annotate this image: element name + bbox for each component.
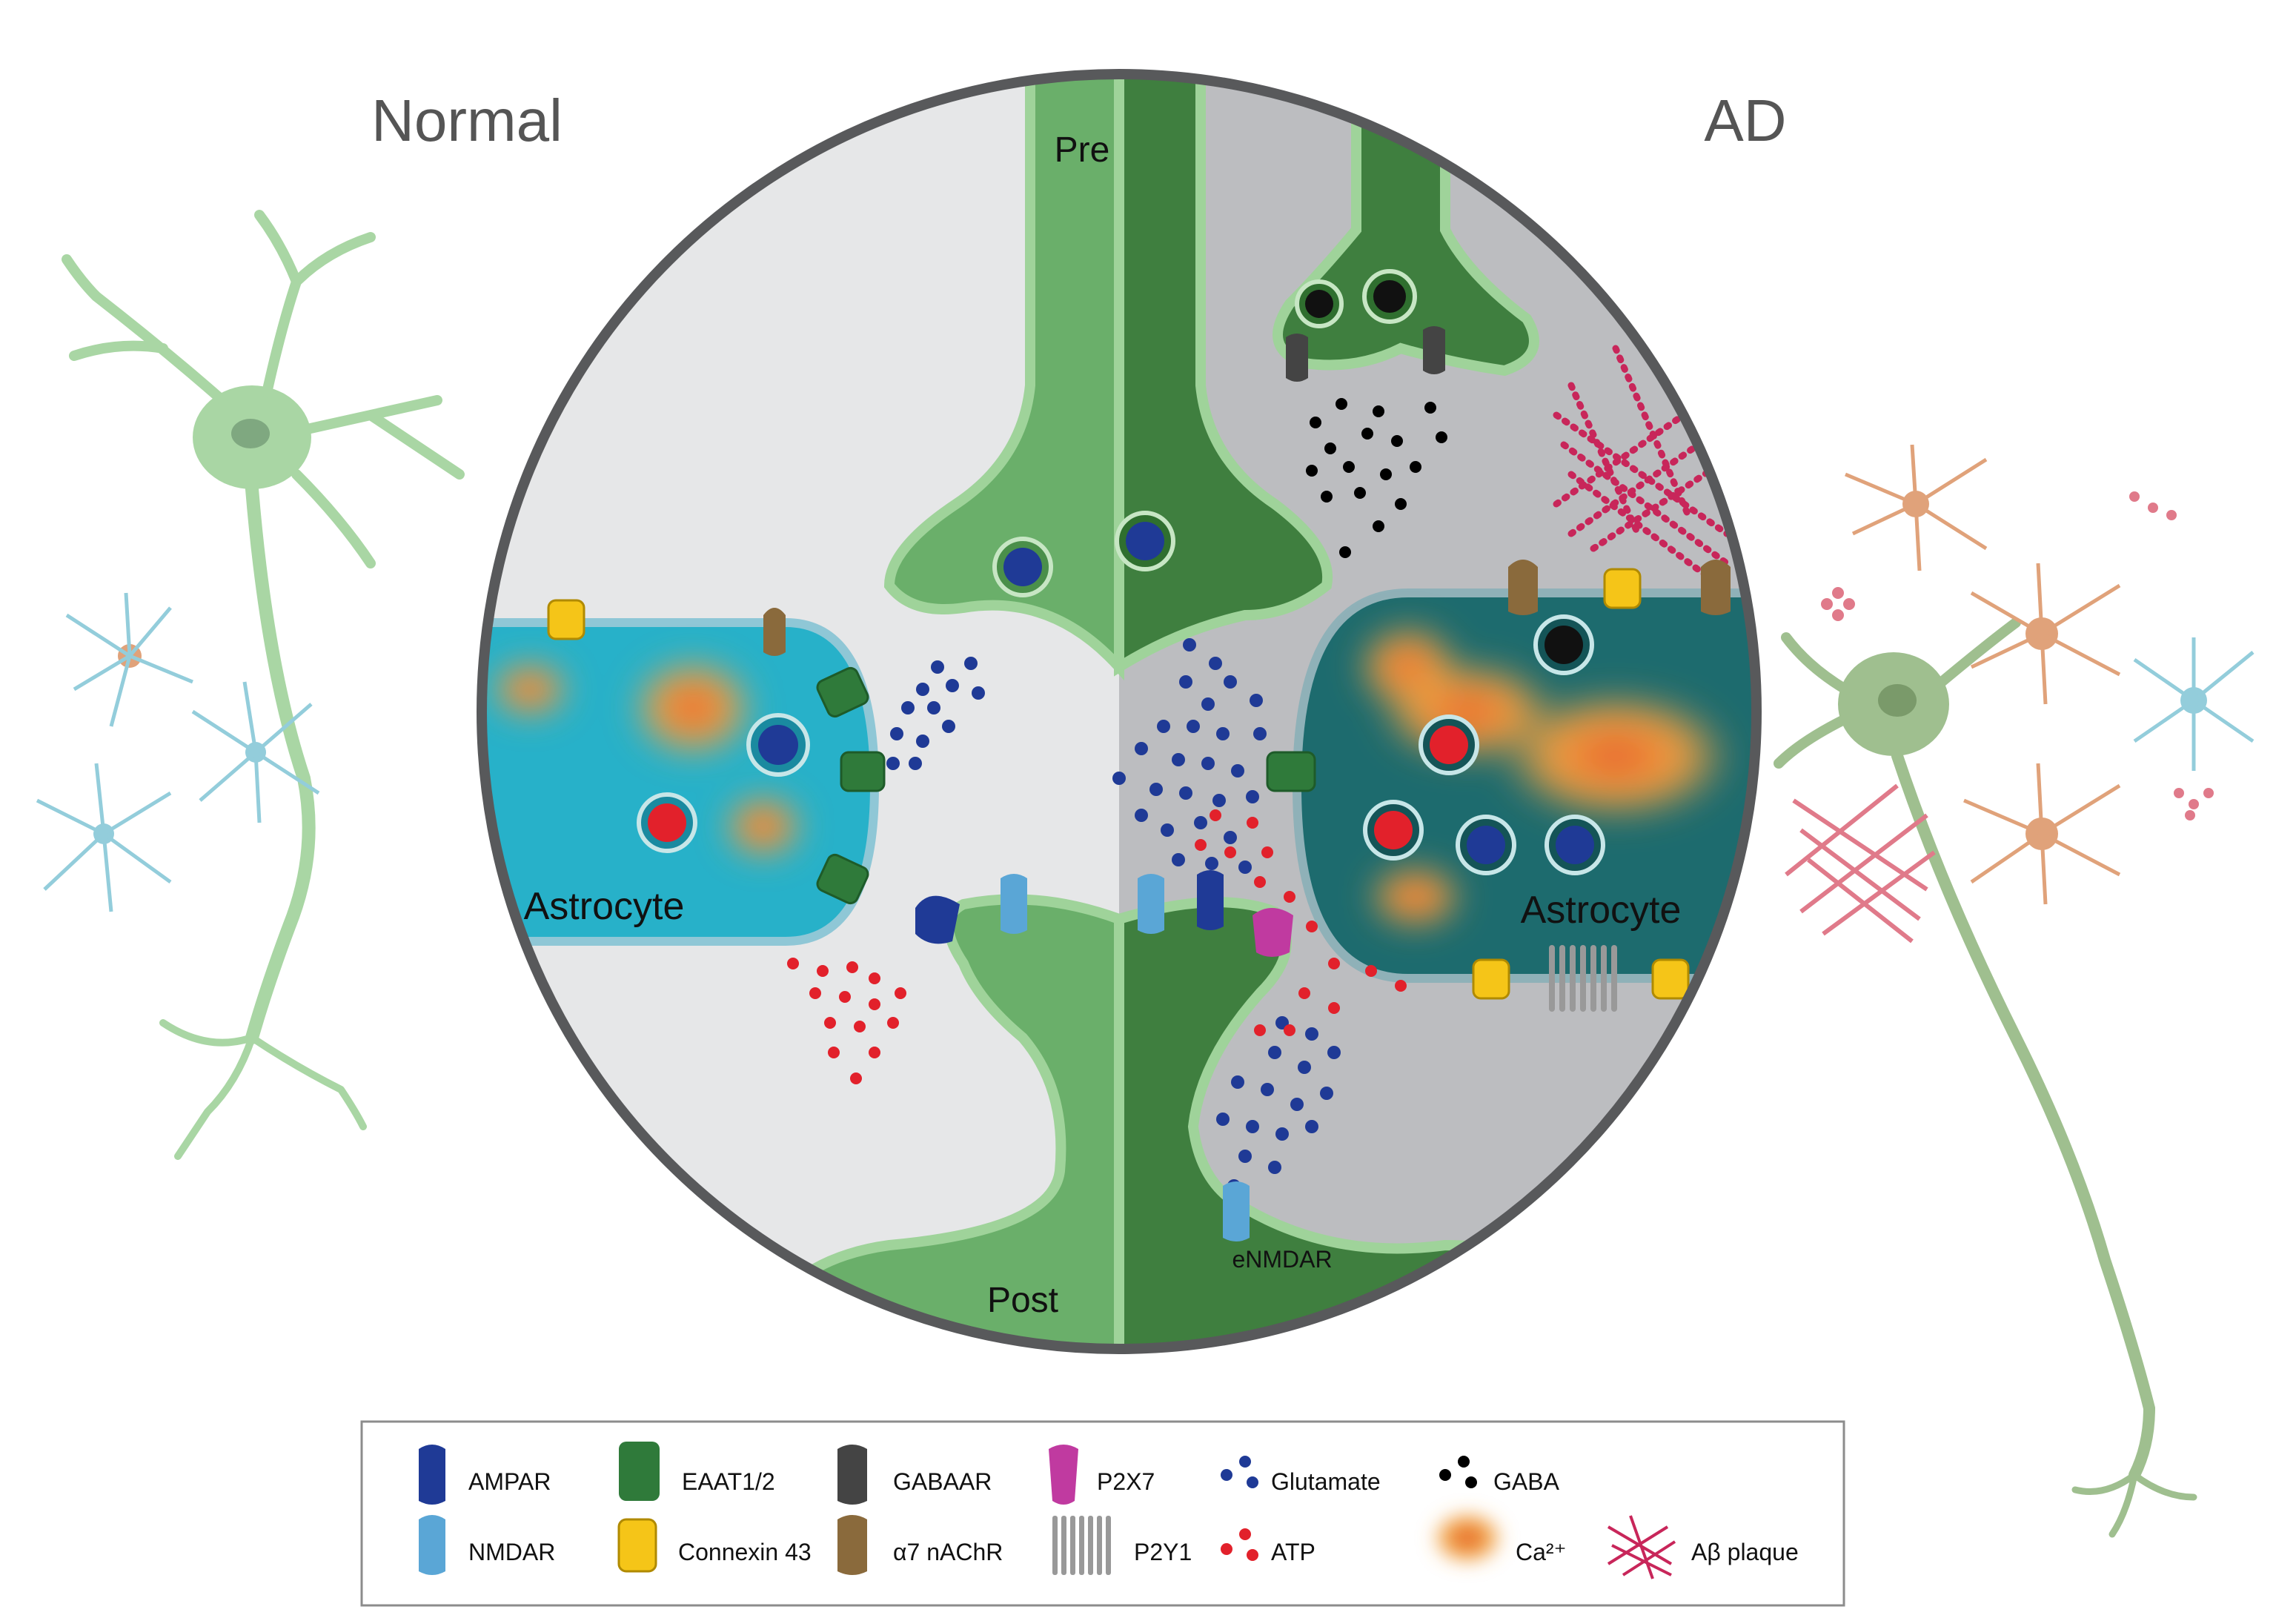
gaba-dots: [1306, 398, 1447, 558]
legend-glutamate: Glutamate: [1271, 1468, 1381, 1495]
legend-nmdar: NMDAR: [468, 1539, 555, 1565]
connexin-icon: [617, 1518, 657, 1573]
legend-a7: α7 nAChR: [893, 1539, 1003, 1565]
calcium-ad: [1356, 623, 1734, 930]
legend-atp: ATP: [1271, 1539, 1315, 1565]
label-astrocyte-normal: Astrocyte: [524, 885, 685, 928]
label-pre: Pre: [1055, 130, 1110, 170]
legend-ca: Ca²⁺: [1516, 1539, 1566, 1565]
glutamate-normal: [886, 657, 985, 770]
legend-p2y1: P2Y1: [1134, 1539, 1192, 1565]
glutamate-ad: [1112, 638, 1341, 1193]
presynaptic-terminal: [883, 74, 1124, 681]
abeta-plaque-icon: [1607, 1515, 1676, 1579]
atp-normal: [787, 958, 906, 1084]
glutamate-icon: [1221, 1456, 1258, 1488]
title-ad: AD: [1704, 87, 1786, 153]
calcium-normal: [489, 656, 804, 860]
label-astrocyte-ad: Astrocyte: [1521, 889, 1682, 932]
normal-neuron: [62, 210, 465, 1160]
atp-icon: [1221, 1528, 1258, 1561]
legend: AMPAR EAAT1/2 GABAAR P2X7 Glutamate GABA…: [360, 1420, 1845, 1607]
ad-side-plaque: [1785, 783, 1936, 944]
receptors: [547, 326, 1731, 1241]
ad-neuron: [1774, 617, 2197, 1538]
label-enmdar: eNMDAR: [1232, 1246, 1332, 1273]
postsynaptic-terminal: [733, 894, 1124, 1349]
circle-border: [477, 69, 1762, 1354]
legend-gabaar: GABAAR: [893, 1468, 992, 1495]
ad-presynaptic-terminal: [1273, 74, 1539, 377]
legend-p2x7: P2X7: [1097, 1468, 1155, 1495]
synapse-circle: Pre Post Astrocyte Astrocyte eNMDAR: [482, 74, 1756, 1349]
ad-astrocytes: [1845, 444, 2254, 905]
normal-astrocytes: [36, 592, 320, 912]
vesicles: [637, 269, 1605, 875]
ad-side-dots: [1821, 491, 2214, 820]
p2y1-icon: [1052, 1516, 1111, 1575]
legend-gaba: GABA: [1493, 1468, 1560, 1495]
label-post: Post: [987, 1281, 1058, 1320]
legend-eaat: EAAT1/2: [682, 1468, 775, 1495]
title-normal: Normal: [371, 87, 563, 153]
eaat-icon: [619, 1442, 660, 1501]
legend-connexin: Connexin 43: [678, 1539, 812, 1565]
gaba-icon: [1439, 1456, 1477, 1488]
nmdar-icon: [419, 1515, 445, 1575]
calcium-icon: [1430, 1510, 1504, 1566]
p2y1-receptor: [1549, 945, 1617, 1012]
atp-ad: [1195, 809, 1407, 1036]
p2x7-icon: [1049, 1445, 1078, 1505]
gabaar-icon: [837, 1445, 867, 1505]
ampar-icon: [419, 1445, 445, 1505]
a7-icon: [837, 1515, 867, 1575]
legend-ampar: AMPAR: [468, 1468, 551, 1495]
legend-abeta: Aβ plaque: [1691, 1539, 1799, 1565]
